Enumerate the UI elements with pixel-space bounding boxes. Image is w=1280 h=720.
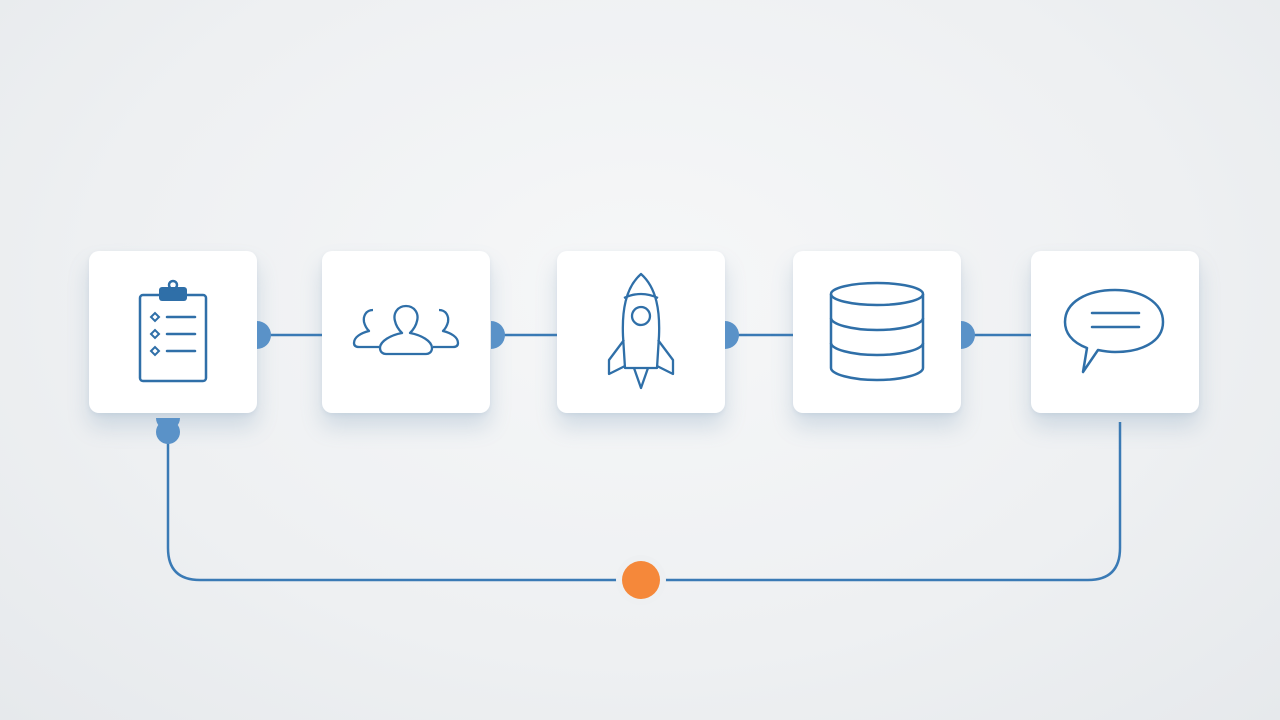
chat-bubble-icon xyxy=(1063,288,1165,374)
clipboard-checklist-icon xyxy=(138,279,208,383)
database-icon xyxy=(829,281,925,382)
step-card-feedback[interactable] xyxy=(1031,251,1199,413)
team-people-icon xyxy=(352,304,460,356)
step-card-plan[interactable] xyxy=(89,251,257,413)
rocket-icon xyxy=(607,272,675,389)
feedback-loop-path xyxy=(166,422,1122,582)
step-card-team[interactable] xyxy=(322,251,490,413)
step-card-launch[interactable] xyxy=(557,251,725,413)
step-card-data[interactable] xyxy=(793,251,961,413)
